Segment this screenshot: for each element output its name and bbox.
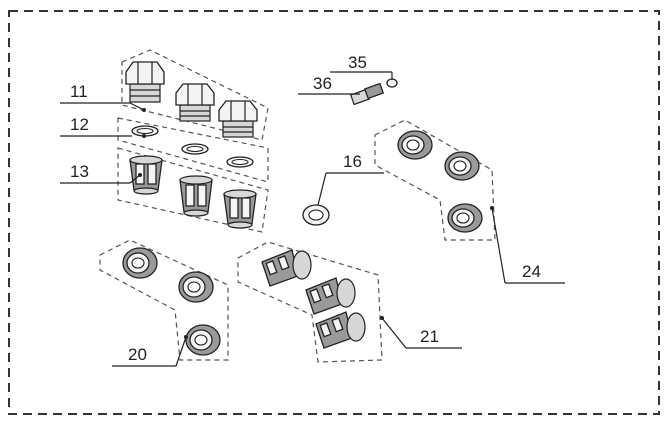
valve-part [179,175,213,217]
leader-dot-12 [142,134,146,138]
check-valve-part [315,311,366,349]
check-valve-part [305,277,356,315]
plug-part [218,100,258,138]
callout-12: 12 [70,115,89,134]
seal-part [444,151,480,181]
bushing-part [122,247,158,279]
washer-hole [308,209,324,221]
check-valve-group-outline [237,241,383,363]
valve-part [223,189,257,229]
callout-20: 20 [128,345,147,364]
oring-hole [136,127,154,135]
plug-part [125,61,165,103]
callout-21: 21 [420,327,439,346]
callout-11: 11 [70,82,88,101]
leader-line-16 [317,172,327,206]
fitting-part [350,78,398,106]
oring-hole [186,145,204,153]
check-valve-part [261,249,312,287]
callout-13: 13 [70,162,89,181]
leader-dot-13 [138,173,142,177]
leader-dot-11 [142,108,146,112]
callout-36: 36 [313,74,332,93]
plug-part [175,83,215,122]
leader-line-13 [129,174,141,184]
leader-line-21 [381,317,407,349]
seal-part [397,130,433,160]
oring-group-outline [117,117,269,183]
bushing-part [178,271,214,303]
callout-35: 35 [348,53,367,72]
leader-line-11 [129,102,145,111]
valve-part [129,155,163,195]
leader-line-24 [491,207,506,284]
plug-group-outline [121,49,269,141]
seal-part [447,203,483,233]
bushing-part [185,324,221,356]
oring-hole [231,158,249,166]
seal-group-outline [374,119,496,241]
leader-line-20 [175,336,187,367]
valve-assembly-group [117,49,269,233]
callout-24: 24 [522,262,541,281]
callout-16: 16 [343,152,362,171]
